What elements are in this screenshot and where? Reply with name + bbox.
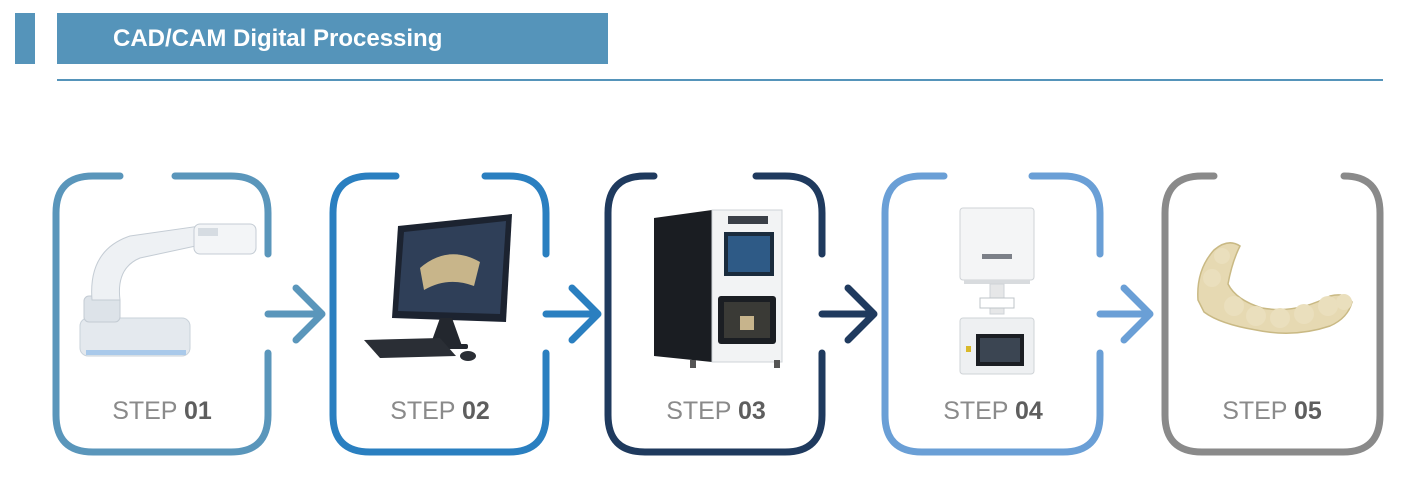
step-02-frame-lower bbox=[329, 172, 550, 456]
step-01-prefix: STEP bbox=[112, 397, 177, 425]
svg-text:STEP 05: STEP 05 bbox=[1222, 397, 1322, 425]
step-03-prefix: STEP bbox=[666, 397, 731, 425]
section-title: CAD/CAM Digital Processing bbox=[57, 13, 608, 64]
flow-arrow-3 bbox=[818, 284, 878, 344]
cad-workstation-computer-icon bbox=[364, 214, 512, 361]
step-02-prefix: STEP bbox=[390, 397, 455, 425]
step-01: STEP 01 bbox=[52, 172, 272, 456]
header-accent-bar bbox=[15, 13, 35, 64]
svg-text:STEP 02: STEP 02 bbox=[390, 397, 490, 425]
step-04-frame bbox=[1028, 172, 1104, 258]
step-02: STEP 02 bbox=[329, 172, 550, 456]
svg-text:STEP 01: STEP 01 bbox=[112, 397, 212, 425]
step-01-number: 01 bbox=[184, 397, 212, 425]
step-02-frame bbox=[481, 172, 550, 258]
flow-arrow-2 bbox=[542, 284, 602, 344]
header-divider bbox=[57, 79, 1383, 81]
flow-arrow-4 bbox=[1096, 284, 1154, 344]
step-03: STEP 03 bbox=[604, 172, 826, 456]
step-04: STEP 04 bbox=[881, 172, 1104, 456]
step-05: STEP 05 bbox=[1161, 172, 1384, 456]
step-03-frame-lower bbox=[604, 172, 826, 456]
step-04-number: 04 bbox=[1015, 397, 1043, 425]
dental-bridge-icon bbox=[1197, 242, 1353, 334]
svg-text:STEP 03: STEP 03 bbox=[666, 397, 766, 425]
step-01-frame bbox=[171, 172, 272, 258]
step-01-frame-lower bbox=[52, 172, 272, 456]
step-04-prefix: STEP bbox=[943, 397, 1008, 425]
step-03-number: 03 bbox=[738, 397, 766, 425]
milling-machine-icon bbox=[654, 209, 783, 368]
sintering-furnace-icon bbox=[959, 207, 1035, 375]
flow-arrow-1 bbox=[264, 284, 326, 344]
step-05-prefix: STEP bbox=[1222, 397, 1287, 425]
step-05-frame bbox=[1161, 172, 1384, 456]
step-04-frame-lower bbox=[881, 172, 1104, 456]
step-05-number: 05 bbox=[1294, 397, 1322, 425]
step-02-number: 02 bbox=[462, 397, 490, 425]
intraoral-scanner-icon bbox=[79, 223, 257, 357]
step-03-frame bbox=[752, 172, 826, 258]
svg-text:STEP 04: STEP 04 bbox=[943, 397, 1043, 425]
